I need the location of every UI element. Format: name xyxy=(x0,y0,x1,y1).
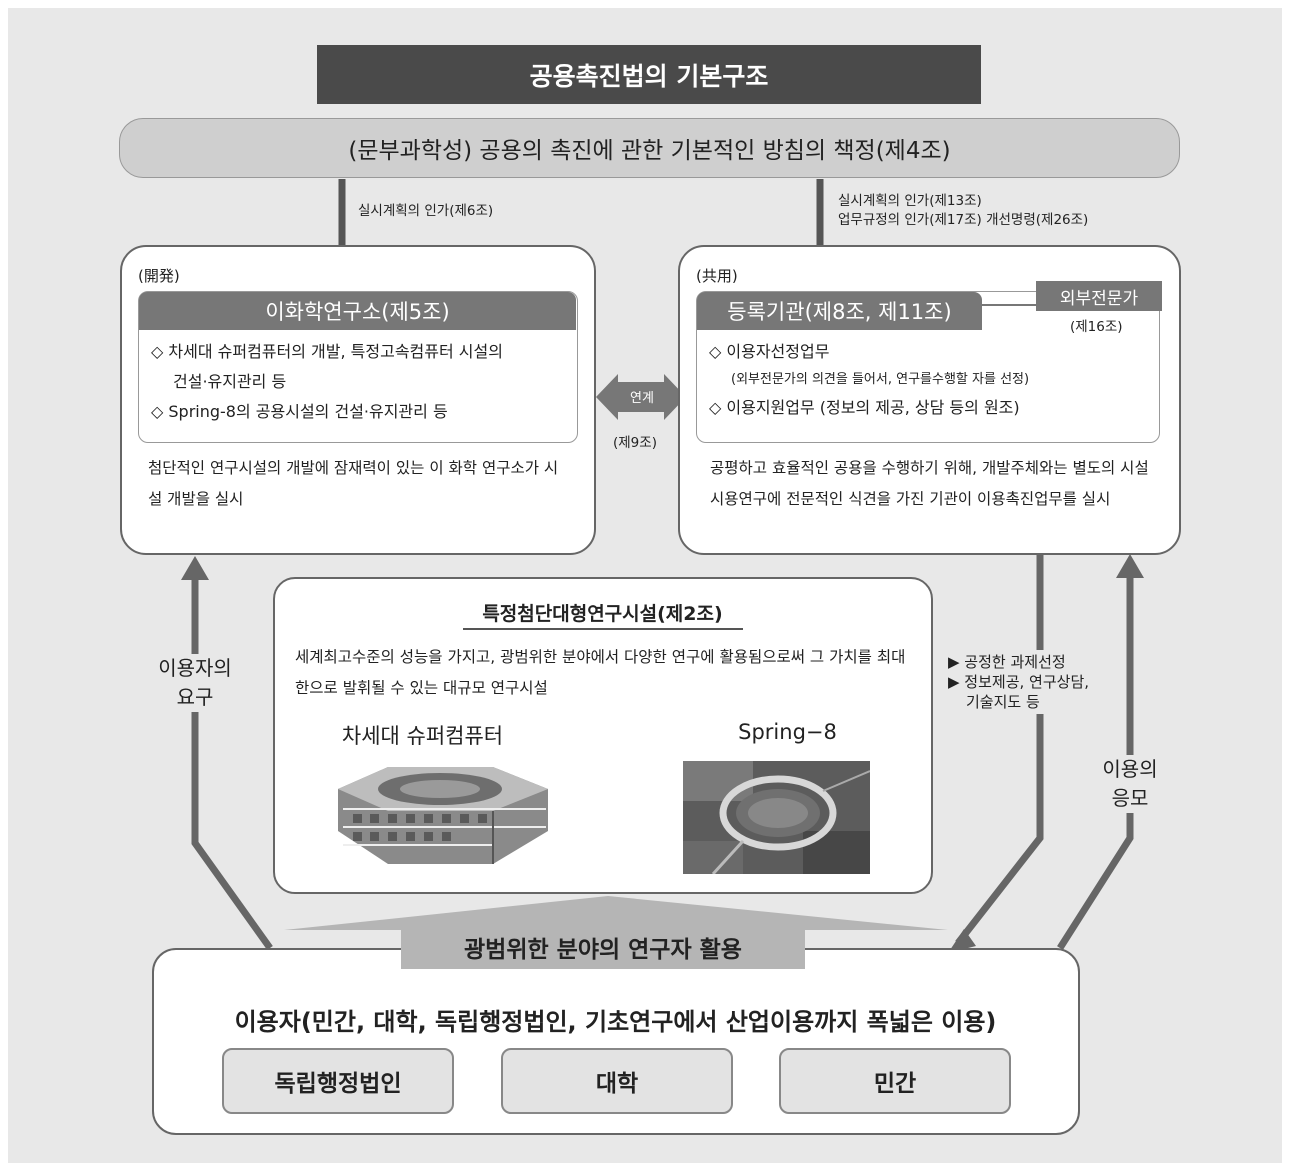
users-banner: 광범위한 분야의 연구자 활용 xyxy=(401,925,805,969)
facility-card: 특정첨단대형연구시설(제2조) 세계최고수준의 성능을 가지고, 광범위한 분야… xyxy=(273,577,933,894)
support-notes: ▶ 공정한 과제선정 ▶ 정보제공, 연구상담, 기술지도 등 xyxy=(948,650,1090,714)
expert-article: (제16조) xyxy=(1070,319,1123,335)
user-type-independent-agency: 독립행정법인 xyxy=(222,1048,454,1114)
list-item: ◇ 차세대 슈퍼컴퓨터의 개발, 특정고속컴퓨터 시설의 xyxy=(151,342,503,361)
application-line xyxy=(1057,573,1134,950)
list-item: ◇ Spring-8의 공용시설의 건설·유지관리 등 xyxy=(151,402,448,421)
right-arrow-note-line: 업무규정의 인가(제17조) 개선명령(제26조) xyxy=(838,212,1089,228)
user-type-university: 대학 xyxy=(501,1048,733,1114)
user-request-label: 이용자의 요구 xyxy=(144,654,246,712)
application-label: 이용의 응모 xyxy=(1086,755,1174,813)
label-line: 응모 xyxy=(1111,786,1149,810)
list-item: 건설·유지관리 등 xyxy=(173,372,287,391)
card-tag: (開発) xyxy=(138,267,180,285)
riken-heading: 이화학연구소(제5조) xyxy=(139,292,576,330)
users-description: 이용자(민간, 대학, 독립행정법인, 기초연구에서 산업이용까지 폭넓은 이용… xyxy=(234,1008,997,1036)
policy-bar: (문부과학성) 공용의 촉진에 관한 기본적인 방침의 책정(제4조) xyxy=(119,118,1180,178)
facility-triangle xyxy=(284,896,948,930)
link-label: 연계 xyxy=(630,391,654,406)
spring8-aerial-photo xyxy=(683,761,870,874)
external-expert-box: 외부전문가 xyxy=(1036,281,1162,311)
list-item-note: (외부전문가의 의견을 들어서, 연구를수행할 자를 선정) xyxy=(731,372,1030,387)
connector-lines xyxy=(181,179,1144,953)
expert-connector xyxy=(981,304,1037,306)
arrow-up-icon xyxy=(181,556,209,580)
label-line: 이용자의 xyxy=(158,656,232,680)
support-note: 기술지도 등 xyxy=(966,693,1040,711)
card-tag: (共用) xyxy=(696,267,738,285)
diagram-canvas: 공용촉진법의 기본구조 (문부과학성) 공용의 촉진에 관한 기본적인 방침의 … xyxy=(8,8,1282,1163)
spring8-label: Spring−8 xyxy=(738,720,837,744)
riken-card: (開発) 이화학연구소(제5조) ◇ 차세대 슈퍼컴퓨터의 개발, 특정고속컴퓨… xyxy=(120,245,596,555)
riken-inner-box: 이화학연구소(제5조) ◇ 차세대 슈퍼컴퓨터의 개발, 특정고속컴퓨터 시설의… xyxy=(138,291,578,443)
support-line xyxy=(955,553,1044,946)
label-line: 이용의 xyxy=(1102,757,1158,781)
user-type-private: 민간 xyxy=(779,1048,1011,1114)
agency-heading: 등록기관(제8조, 제11조) xyxy=(697,292,982,330)
link-article: (제9조) xyxy=(613,435,657,451)
agency-inner-box: 등록기관(제8조, 제11조) ◇ 이용자선정업무 (외부전문가의 의견을 들어… xyxy=(696,291,1160,443)
riken-description: 첨단적인 연구시설의 개발에 잠재력이 있는 이 화학 연구소가 시설 개발을 … xyxy=(148,459,559,508)
double-arrow-icon xyxy=(596,374,686,420)
support-note: ▶ 정보제공, 연구상담, xyxy=(948,673,1090,691)
facility-title-underline xyxy=(463,628,743,630)
label-line: 요구 xyxy=(176,685,214,709)
supercomputer-illustration xyxy=(338,767,548,864)
support-note: ▶ 공정한 과제선정 xyxy=(948,653,1066,671)
registered-agency-card: (共用) 등록기관(제8조, 제11조) ◇ 이용자선정업무 (외부전문가의 의… xyxy=(678,245,1181,555)
agency-items: ◇ 이용자선정업무 (외부전문가의 의견을 들어서, 연구를수행할 자를 선정)… xyxy=(709,337,1029,423)
right-arrow-note: 실시계획의 인가(제13조) 업무규정의 인가(제17조) 개선명령(제26조) xyxy=(838,192,1088,230)
list-item: ◇ 이용자선정업무 xyxy=(709,342,830,361)
left-arrow-note: 실시계획의 인가(제6조) xyxy=(358,203,494,219)
main-title: 공용촉진법의 기본구조 xyxy=(317,45,981,104)
arrow-down-icon xyxy=(948,929,976,953)
right-arrow-note-line: 실시계획의 인가(제13조) xyxy=(838,193,982,209)
list-item: ◇ 이용지원업무 (정보의 제공, 상담 등의 원조) xyxy=(709,398,1020,417)
facility-title: 특정첨단대형연구시설(제2조) xyxy=(482,603,723,625)
arrow-up-icon xyxy=(1116,554,1144,578)
users-card: 이용자(민간, 대학, 독립행정법인, 기초연구에서 산업이용까지 폭넓은 이용… xyxy=(152,948,1080,1135)
agency-description: 공평하고 효율적인 공용을 수행하기 위해, 개발주체와는 별도의 시설시용연구… xyxy=(710,459,1149,508)
facility-description: 세계최고수준의 성능을 가지고, 광범위한 분야에서 다양한 연구에 활용됨으로… xyxy=(295,648,906,697)
supercomputer-label: 차세대 슈퍼컴퓨터 xyxy=(341,724,504,748)
riken-items: ◇ 차세대 슈퍼컴퓨터의 개발, 특정고속컴퓨터 시설의 건설·유지관리 등 ◇… xyxy=(151,337,503,427)
request-line xyxy=(191,576,273,951)
